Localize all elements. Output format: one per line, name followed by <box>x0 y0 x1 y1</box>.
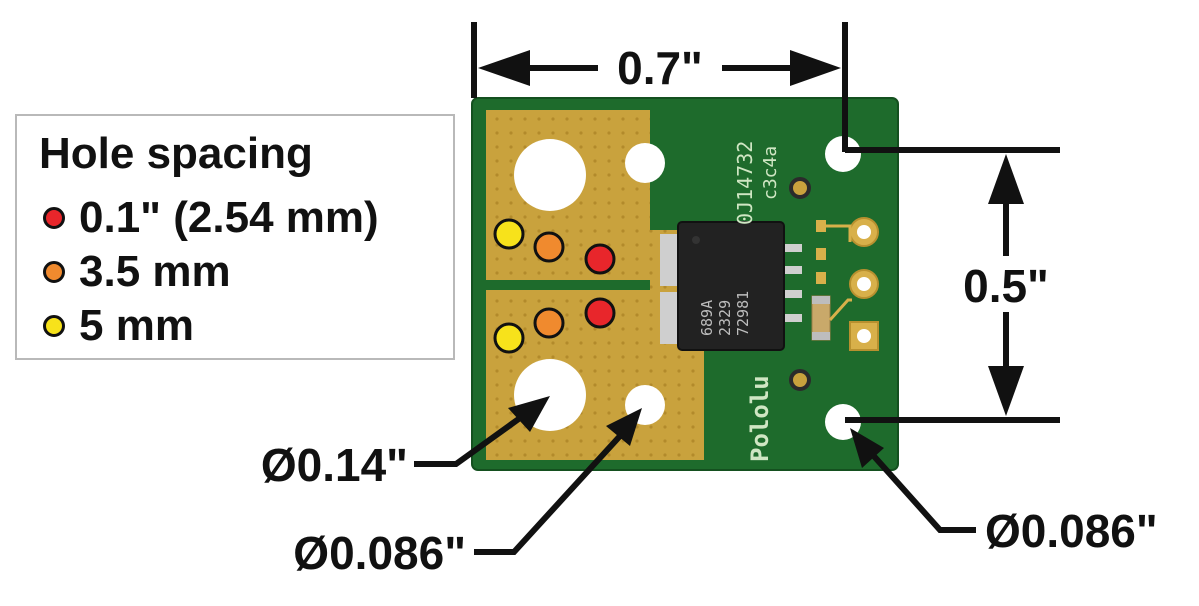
ic-marking-line-3: 689A <box>698 300 716 336</box>
height-dimension: 0.5" <box>845 147 1060 423</box>
mount-hole-top <box>825 136 861 172</box>
small-hole-top <box>625 143 665 183</box>
dot-3-5mm-top <box>533 231 565 263</box>
part-number-label: 0J14732 <box>733 141 757 225</box>
legend-item-3-5mm: 3.5 mm <box>39 246 231 298</box>
hole-spacing-legend: Hole spacing 0.1" (2.54 mm) 3.5 mm 5 mm <box>15 114 455 360</box>
mount-hole-callout: Ø0.086" <box>850 428 1158 557</box>
large-hole-callout: Ø0.14" <box>261 396 550 491</box>
red-dot-icon <box>43 207 65 229</box>
batch-code-label: c3c4a <box>760 146 781 200</box>
dot-0-1in-bottom <box>584 297 616 329</box>
legend-title: Hole spacing <box>39 129 313 178</box>
legend-item-label: 5 mm <box>79 301 194 350</box>
ic-marking-line-1: 72981 <box>734 291 752 336</box>
large-hole-top <box>514 139 586 211</box>
width-label: 0.7" <box>617 42 703 94</box>
yellow-dot-icon <box>43 315 65 337</box>
small-hole-callout: Ø0.086" <box>293 408 642 579</box>
legend-item-label: 0.1" (2.54 mm) <box>79 193 379 242</box>
brand-label: Pololu <box>746 375 774 462</box>
legend-item-label: 3.5 mm <box>79 247 231 296</box>
legend-item-5mm: 5 mm <box>39 300 194 352</box>
dot-3-5mm-bottom <box>533 307 565 339</box>
width-dimension: 0.7" <box>471 22 848 152</box>
spacing-dots <box>493 218 616 354</box>
dot-5mm-bottom <box>493 322 525 354</box>
orange-dot-icon <box>43 261 65 283</box>
ic-marking-line-2: 2329 <box>716 300 734 336</box>
height-label: 0.5" <box>963 260 1049 312</box>
large-hole-label: Ø0.14" <box>261 439 408 491</box>
mount-hole-label: Ø0.086" <box>985 505 1158 557</box>
legend-item-0-1in: 0.1" (2.54 mm) <box>39 192 379 244</box>
small-hole-label: Ø0.086" <box>293 527 466 579</box>
dot-5mm-top <box>493 218 525 250</box>
ic-chip <box>677 221 785 351</box>
dot-0-1in-top <box>584 243 616 275</box>
